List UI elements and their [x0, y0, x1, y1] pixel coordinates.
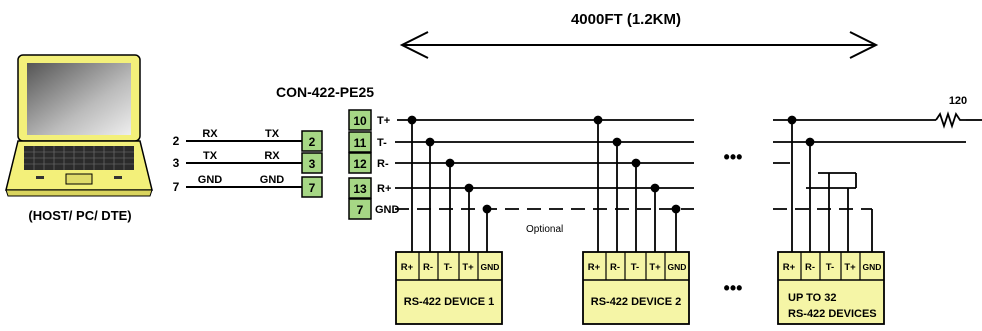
host-signal-rx: RX — [202, 128, 218, 140]
device-2-name: RS-422 DEVICE 2 — [591, 296, 681, 308]
device-3-terminal-rplus: R+ — [783, 262, 796, 273]
device-2-terminal-gnd: GND — [668, 262, 687, 272]
device-3-terminal-tplus: T+ — [844, 262, 856, 273]
device-2-drops — [593, 115, 681, 252]
host-label: (HOST/ PC/ DTE) — [28, 208, 131, 223]
distance-arrow — [399, 31, 879, 59]
device-1-terminal-tminus: T- — [444, 262, 452, 273]
host-pin-2: 2 — [173, 134, 180, 148]
converter-pin-13: 13 — [353, 182, 367, 196]
converter-signal-rx: RX — [264, 150, 280, 162]
converter-signal-gnd: GND — [260, 174, 285, 186]
converter-pin-11: 11 — [354, 136, 367, 150]
device-2-terminal-tplus: T+ — [649, 262, 661, 273]
bus-wires — [395, 111, 982, 210]
device-3-box — [777, 251, 885, 325]
host-signal-tx: TX — [203, 150, 218, 162]
host-pin-7: 7 — [173, 180, 180, 194]
converter-signal-tx: TX — [265, 128, 280, 140]
converter-right-terminals — [348, 109, 372, 220]
optional-label: Optional — [526, 224, 563, 235]
converter-left-pin-3: 3 — [309, 157, 316, 171]
device-3-drops — [787, 115, 873, 252]
device-3-terminal-rminus: R- — [805, 262, 815, 273]
device-3-terminal-gnd: GND — [863, 262, 882, 272]
device-1-box — [395, 251, 503, 325]
device-2-box — [582, 251, 690, 325]
terminator-value: 120 — [949, 95, 967, 107]
device-1-name: RS-422 DEVICE 1 — [404, 296, 494, 308]
device-1-terminal-tplus: T+ — [462, 262, 474, 273]
device-1-terminal-gnd: GND — [481, 262, 500, 272]
device-1-terminal-rplus: R+ — [401, 262, 414, 273]
bus-label-rplus: R+ — [377, 183, 391, 195]
converter-left-pin-2: 2 — [309, 135, 316, 149]
converter-pin-10: 10 — [353, 114, 367, 128]
converter-left-pin-7: 7 — [309, 181, 316, 195]
distance-label: 4000FT (1.2KM) — [571, 11, 681, 28]
laptop-icon — [5, 54, 153, 197]
device-1-drops — [407, 115, 492, 252]
bus-label-gnd: GND — [375, 204, 400, 216]
converter-pin-12: 12 — [353, 157, 367, 171]
converter-left-terminals — [301, 130, 323, 198]
device-2-terminal-rminus: R- — [610, 262, 620, 273]
bus-label-tplus: T+ — [377, 115, 390, 127]
host-pin-3: 3 — [173, 156, 180, 170]
device-1-terminal-rminus: R- — [423, 262, 433, 273]
host-wiring — [186, 140, 302, 188]
device-2-terminal-tminus: T- — [631, 262, 639, 273]
device-2-terminal-rplus: R+ — [588, 262, 601, 273]
device-continuation: ••• — [724, 278, 743, 298]
device-3-terminal-tminus: T- — [826, 262, 834, 273]
bus-label-tminus: T- — [377, 137, 387, 149]
bus-continuation: ••• — [724, 147, 743, 167]
converter-name: CON-422-PE25 — [276, 84, 374, 100]
device-3-name-line2: RS-422 DEVICES — [788, 308, 877, 320]
bus-label-rminus: R- — [377, 158, 389, 170]
converter-pin-7-gnd: 7 — [357, 203, 364, 217]
host-signal-gnd: GND — [198, 174, 223, 186]
device-3-name-line1: UP TO 32 — [788, 292, 837, 304]
